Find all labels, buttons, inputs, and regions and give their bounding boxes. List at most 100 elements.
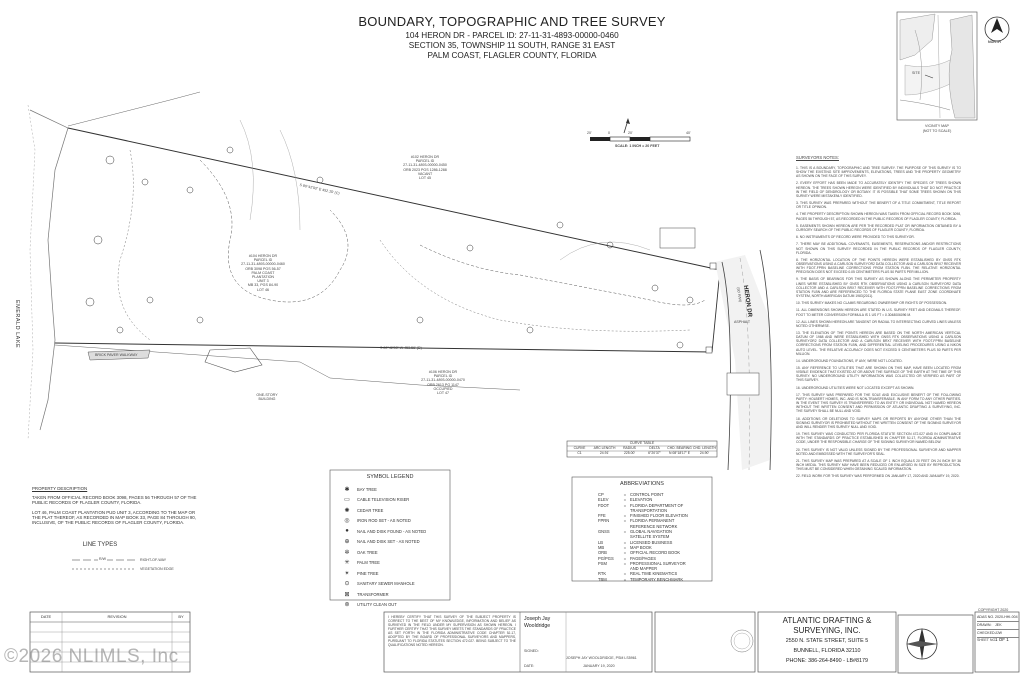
surveyor-note: 1. THIS IS A BOUNDARY, TOPOGRAPHIC AND T… [796,166,961,179]
copyright-label: COPYRIGHT 2020 [978,608,1009,612]
legend-label: NAIL AND DISK SET - AS NOTED [357,539,420,545]
surveyor-note: 21. THIS SURVEY MAP WAS PREPARED AT A SC… [796,459,961,472]
title-block-row: ADAS NO.2020-HHI-004 [977,614,1019,622]
abbreviation-item: ELEV=ELEVATION [598,497,653,503]
legend-item: ✴ PINE TREE [340,568,450,579]
surveyor-note: 12. ALL LINES SHOWN HEREON ARE TANGENT O… [796,319,961,328]
legend-label: CABLE TELEVISION RISER [357,497,410,503]
company-name-1: ATLANTIC DRAFTING & [782,616,872,625]
vicinity-site-label: SITE [912,71,920,75]
survey-title: BOUNDARY, TOPOGRAPHIC AND TREE SURVEY [358,14,666,29]
line-types-title: LINE TYPES [82,542,118,548]
watermark: ©2026 NLIMLS, Inc [4,646,179,667]
scale-tick-0: 20' [587,131,592,135]
notes-title: SURVEYORS NOTES: [796,155,839,160]
surveyor-note: 3. THIS SURVEY WAS PREPARED WITHOUT THE … [796,201,961,210]
curve-table-title: CURVE TABLE [629,441,655,445]
scale-tick-1: 0 [608,131,610,135]
legend-item: ✳ PALM TREE [340,558,450,569]
legend-label: PINE TREE [357,570,379,576]
legend-label: SANITARY SEWER MANHOLE [357,581,415,587]
abbreviations-title: ABBREVIATIONS [620,481,664,487]
curve-table-header: CURVE ARC LENGTH RADIUS DELTA CHD. BEARI… [573,446,716,450]
abbreviation-item: TBM=TEMPORARY BENCHMARK [598,576,684,582]
legend-label: PALM TREE [357,560,380,566]
company-logo-icon [906,628,938,660]
legend-symbol-icon: ⊠ [344,591,350,598]
signature-date-label: DATE: [524,664,535,668]
legend-label: BAY TREE [357,486,377,492]
section-line: SECTION 35, TOWNSHIP 11 SOUTH, RANGE 31 … [408,41,616,50]
surveyor-note: 19. THIS SURVEY WAS CONDUCTED PER FLORID… [796,432,961,445]
abbreviation-item: MB=MAP BOOK [598,544,652,550]
legend-label: TRANSFORMER [357,591,389,597]
legend-item: ⊙SANITARY SEWER MANHOLE [340,579,450,590]
surveyor-note: 14. UNDERGROUND FOUNDATIONS, IF ANY, WER… [796,358,903,363]
abbreviation-item: FPRN=FLORIDA PERMANENT [598,518,675,524]
lake-label: EMERALD LAKE [14,300,20,349]
company-phone: PHONE: 386-264-8490 - LB#8179 [785,658,869,664]
surveyor-note: 11. ALL DIMENSIONS SHOWN HEREON ARE STAT… [796,308,961,317]
legend-symbol-icon: ✱ [344,486,350,493]
symbol-legend: ✱BAY TREE▭CABLE TELEVISION RISER✺CEDAR T… [340,484,450,610]
legend-symbol-icon: ● [345,528,349,535]
legend-symbol-icon: ✳ [344,560,350,567]
abbreviation-item: LB=LICENSED BUSINESS [598,539,673,545]
surveyor-note: 20. THIS SURVEY IS NOT VALID UNLESS SIGN… [796,447,961,456]
legend-symbol-icon: ✴ [344,570,350,577]
property-description: PROPERTY DESCRIPTION TAKEN FROM OFFICIAL… [32,486,197,526]
legend-symbol-icon: ✺ [344,507,350,514]
surveyor-note: 13. THE ELEVATION OF THE POINTS HEREON A… [796,331,961,356]
site-plan [27,91,772,471]
title-block-row: CHECKED:JJW [977,630,1019,638]
abbreviation-item: RTK=REAL TIME KINEMATICS [598,571,678,577]
legend-item: ⊕ NAIL AND DISK SET - AS NOTED [340,537,450,548]
legend-symbol-icon: ◎ [344,518,350,525]
abbreviation-item: GNSS=GLOBAL NAVIGATION [598,529,673,535]
surveyor-note: 7. THERE MAY BE ADDITIONAL COVENANTS, EA… [796,242,961,255]
legend-item: ▭ CABLE TELEVISION RISER [340,495,450,506]
abbreviation-item: TRANSPORTATION [630,507,668,513]
abbreviation-item: PG/PGS=PAGE/PAGES [598,555,657,561]
scale-tick-2: 20' [628,131,633,135]
revision-header: DATE REVISION BY [40,614,184,619]
company-address-2: BUNNELL, FLORIDA 32110 [793,648,861,654]
abbreviation-item: AND MAPPER [630,566,658,572]
legend-item: ✱ BAY TREE [340,484,450,495]
legend-item: ⊠ TRANSFORMER [340,589,450,600]
legend-symbol-icon: ✲ [344,549,350,556]
walkway-label: BRICK PAVER WALKWAY [95,353,138,357]
legend-item: ●NAIL AND DISK FOUND - AS NOTED [340,526,450,537]
asphalt-label: ASPHALT [734,320,751,324]
surveyor-note: 6. NO INSTRUMENTS OF RECORD WERE PROVIDE… [796,235,915,240]
north-label: NORTH [988,40,1001,44]
surveyor-note: 16. UNDERGROUND UTILITIES WERE NOT LOCAT… [796,385,915,390]
legend-symbol-icon: ⊕ [344,539,350,546]
surveyor-note: 9. THE BASIS OF BEARINGS FOR THIS SURVEY… [796,277,961,298]
legend-label: UTILITY CLEAN OUT [357,602,397,608]
line-type-rw: RIGHT-OF-WAY [140,558,167,562]
certification-text: I HEREBY CERTIFY THAT THIS SURVEY OF THE… [388,615,516,648]
curve-table-row: C1 24.91' 225.00' 6°20'37" N 08°18'17" E… [577,451,710,455]
abbreviation-item: SATELLITE SYSTEM [630,534,670,540]
bearing-south: S 80°42'03" W 453.56' (D) [380,346,422,350]
line-type-sample-rw: R/W [98,557,107,562]
surveyor-note: 18. ADDITIONS OR DELETIONS TO SURVEY MAP… [796,416,961,429]
parcel-line: 104 HERON DR - PARCEL ID: 27-11-31-4893-… [405,31,619,40]
north-arrow-small-icon [623,118,630,134]
signature-signed-label: SIGNED: [524,649,539,653]
surveyor-note: 10. THIS SURVEY MAKES NO CLAIMS REGARDIN… [796,301,948,306]
vicinity-map [896,11,978,121]
vicinity-map-sub: (NOT TO SCALE) [922,129,952,133]
surveyor-note: 22. FIELD WORK FOR THIS SURVEY WAS PERFO… [796,474,960,479]
abbreviation-item: FDOT=FLORIDA DEPARTMENT OF [598,502,684,508]
scale-bar [590,136,691,142]
scale-tick-3: 40' [686,131,691,135]
north-arrow-icon [984,16,1010,42]
legend-symbol-icon: ▭ [344,497,350,504]
surveyor-note: 4. THE PROPERTY DESCRIPTION SHOWN HEREON… [796,212,961,221]
surveyor-note: 5. EASEMENTS SHOWN HEREON ARE PER THE RE… [796,223,961,232]
